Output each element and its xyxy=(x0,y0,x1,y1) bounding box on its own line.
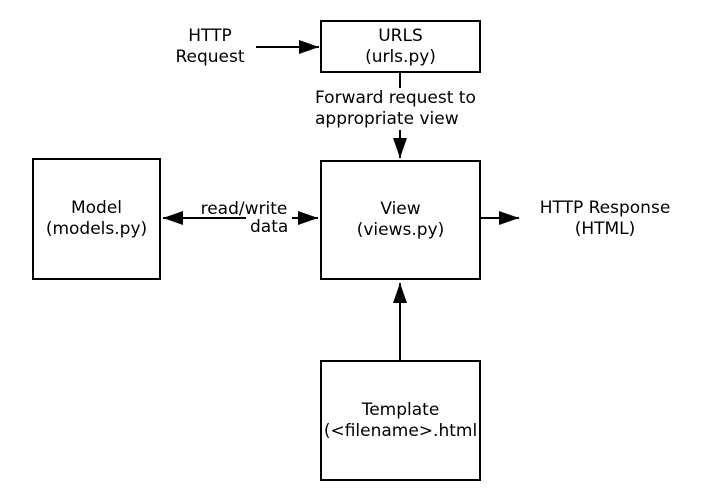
label-read-write-line1: read/write xyxy=(200,199,288,219)
node-model-subtitle: (models.py) xyxy=(45,219,148,239)
label-data-line2: data xyxy=(250,217,289,237)
node-model: Model (models.py) xyxy=(32,158,161,280)
label-forward-request-line1: Forward request to xyxy=(315,88,476,108)
node-view-subtitle: (views.py) xyxy=(356,220,445,240)
label-http-request-line1: HTTP xyxy=(188,26,232,46)
label-http-response-line1: HTTP Response xyxy=(539,198,671,218)
label-data: data xyxy=(246,217,293,238)
label-forward-request-line2: appropriate view xyxy=(315,109,459,129)
node-template: Template (<filename>.html xyxy=(320,360,481,481)
label-forward-request: Forward request to appropriate view xyxy=(313,88,478,130)
node-model-title: Model xyxy=(70,198,123,218)
label-http-response: HTTP Response (HTML) xyxy=(530,198,680,240)
node-view: View (views.py) xyxy=(320,160,481,280)
node-view-title: View xyxy=(380,199,421,219)
label-http-request-line2: Request xyxy=(175,47,245,67)
node-template-title: Template xyxy=(361,399,440,420)
label-http-request: HTTP Request xyxy=(155,26,265,68)
node-urls: URLS (urls.py) xyxy=(320,20,481,73)
label-http-response-line2: (HTML) xyxy=(574,219,636,239)
label-read-write: read/write xyxy=(194,199,294,220)
node-urls-title: URLS xyxy=(378,25,423,46)
node-urls-subtitle: (urls.py) xyxy=(365,46,436,67)
node-template-subtitle: (<filename>.html xyxy=(323,420,478,441)
